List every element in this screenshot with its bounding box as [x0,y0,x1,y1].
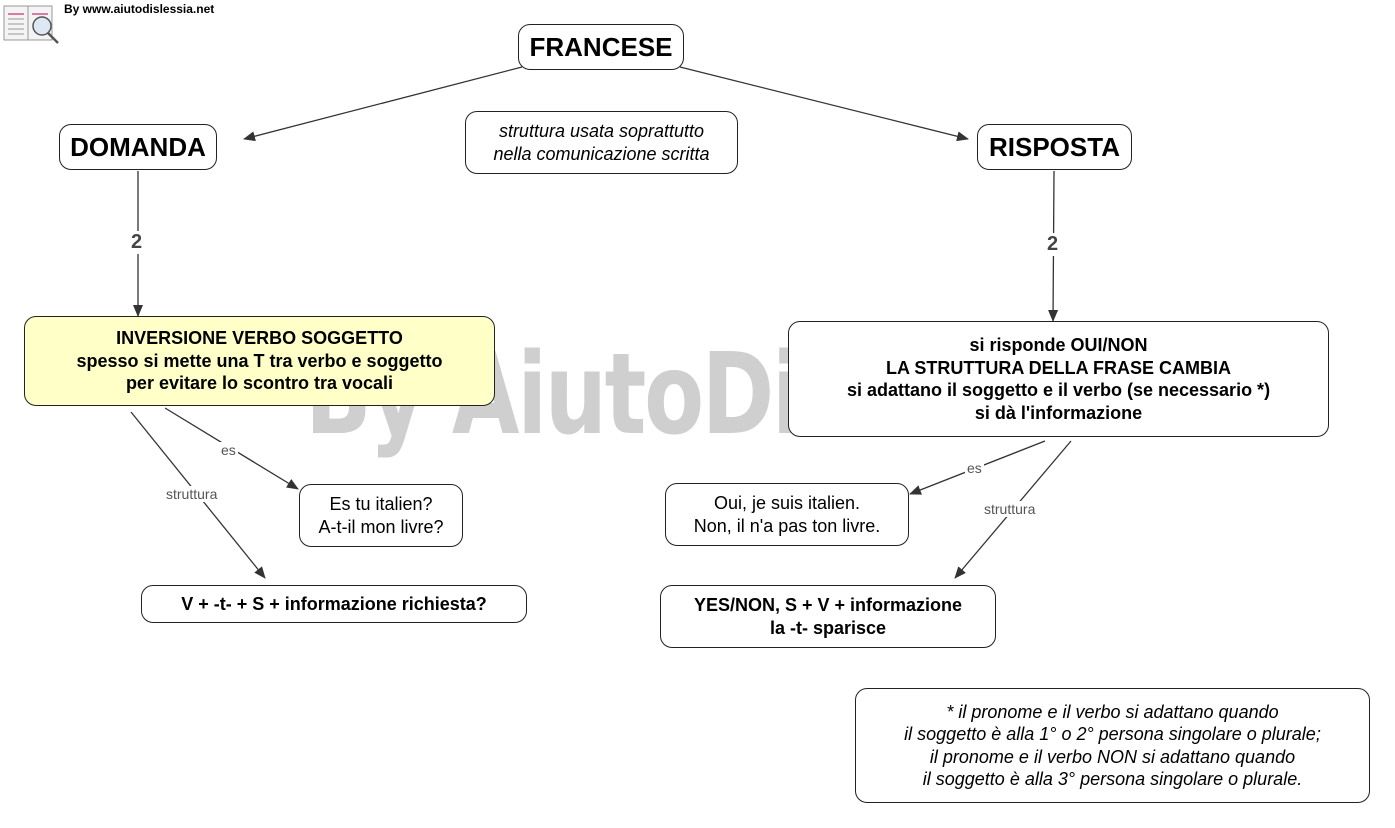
link-label-struttura-left: struttura [164,486,220,502]
link-label-count-left: 2 [129,231,145,254]
link-label-struttura-right: struttura [982,501,1038,517]
node-inversione-verbo-soggetto[interactable]: INVERSIONE VERBO SOGGETTO spesso si mett… [24,316,495,406]
link-root-risposta [679,66,969,142]
link-label-count-right: 2 [1045,233,1061,256]
node-si-risponde[interactable]: si risponde OUI/NON LA STRUTTURA DELLA F… [788,321,1329,437]
node-nota-pronome[interactable]: * il pronome e il verbo si adattano quan… [855,688,1370,803]
link-label-es-right: es [965,460,984,476]
node-risposta[interactable]: RISPOSTA [977,124,1132,170]
node-francese[interactable]: FRANCESE [518,24,684,70]
link-root-domanda [243,66,523,142]
node-domanda[interactable]: DOMANDA [59,124,217,170]
node-struttura-risposta[interactable]: YES/NON, S + V + informazione la -t- spa… [660,585,996,648]
site-credit[interactable]: By www.aiutodislessia.net [64,2,215,16]
site-logo-icon [2,2,62,46]
node-esempio-domanda[interactable]: Es tu italien? A-t-il mon livre? [299,484,463,547]
link-label-es-left: es [219,442,238,458]
node-esempio-risposta[interactable]: Oui, je suis italien. Non, il n'a pas to… [665,483,909,546]
node-struttura-domanda[interactable]: V + -t- + S + informazione richiesta? [141,585,527,623]
node-note-comunicazione-scritta[interactable]: struttura usata soprattutto nella comuni… [465,111,738,174]
